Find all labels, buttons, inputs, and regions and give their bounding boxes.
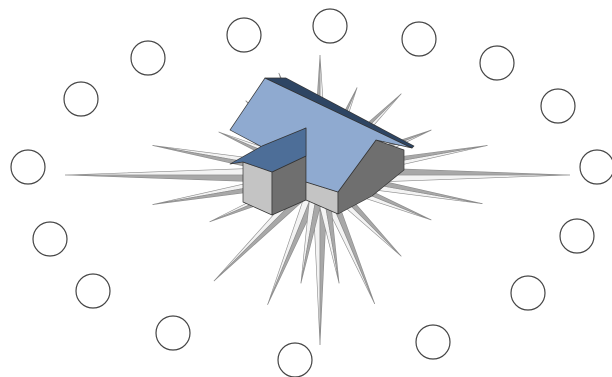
label-circle-11	[156, 316, 190, 350]
label-circle-1	[227, 18, 261, 52]
label-circle-13	[33, 222, 67, 256]
label-circle-2	[313, 9, 347, 43]
label-circle-5	[541, 89, 575, 123]
label-circle-6	[580, 150, 612, 184]
label-circle-3	[402, 22, 436, 56]
label-circle-14	[11, 150, 45, 184]
label-circle-8	[511, 276, 545, 310]
label-circle-15	[64, 82, 98, 116]
label-circle-10	[278, 343, 312, 377]
label-circle-16	[131, 41, 165, 75]
label-circle-7	[560, 219, 594, 253]
label-circle-4	[480, 46, 514, 80]
label-circle-9	[416, 325, 450, 359]
label-circle-12	[76, 274, 110, 308]
